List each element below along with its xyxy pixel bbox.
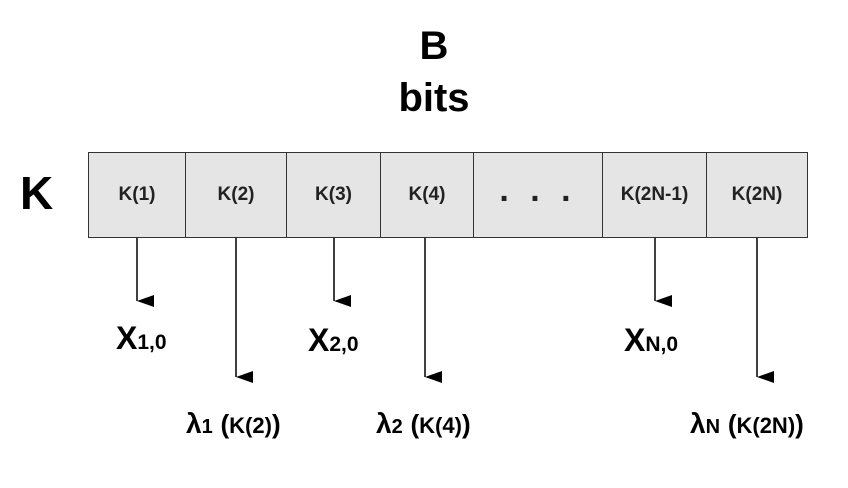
cell-k2: K(2) (186, 153, 287, 237)
title-bits: bits (398, 76, 470, 120)
lambdan-close-paren: ) (795, 409, 804, 439)
lambdan-symbol: λ (690, 408, 706, 439)
cell-ellipsis: . . . (474, 153, 603, 237)
output-x1: X1,0 (116, 322, 167, 354)
lambda1-sub: 1 (201, 416, 213, 438)
lambdan-sub: N (705, 416, 721, 438)
lambda2-symbol: λ (376, 408, 392, 439)
output-x2: X2,0 (308, 324, 359, 356)
cell-k4: K(4) (381, 153, 474, 237)
output-x1-sub: 1,0 (137, 331, 167, 354)
cell-k2n-1: K(2N-1) (603, 153, 707, 237)
output-x1-base: X (116, 320, 138, 356)
title-b: B (419, 24, 449, 68)
row-label-k: K (20, 167, 54, 219)
cell-k3: K(3) (287, 153, 381, 237)
output-x2-base: X (308, 322, 330, 358)
output-xn-base: X (624, 322, 646, 358)
lambda1-symbol: λ (186, 408, 202, 439)
cell-k1: K(1) (89, 153, 186, 237)
lambda2-sub: 2 (391, 416, 403, 438)
cell-k2n: K(2N) (731, 184, 783, 205)
output-lambdan: λN (K(2N)) (690, 410, 804, 438)
output-xn: XN,0 (624, 324, 678, 356)
output-xn-sub: N,0 (645, 333, 679, 356)
lambdan-key: K(2N) (736, 413, 796, 438)
lambda2-key: K(4) (419, 413, 462, 438)
output-lambda2: λ2 (K(4)) (376, 410, 471, 438)
lambda2-open-paren: ( (410, 409, 420, 439)
lambda2-close-paren: ) (461, 409, 471, 439)
lambda1-open-paren: ( (220, 409, 230, 439)
lambda1-close-paren: ) (271, 409, 281, 439)
lambda1-key: K(2) (229, 413, 272, 438)
lambdan-open-paren: ( (727, 409, 737, 439)
output-lambda1: λ1 (K(2)) (186, 410, 281, 438)
output-x2-sub: 2,0 (329, 333, 359, 356)
key-row: K(1) K(2) K(3) K(4) . . . K(2N-1) K(2N) (88, 152, 808, 238)
